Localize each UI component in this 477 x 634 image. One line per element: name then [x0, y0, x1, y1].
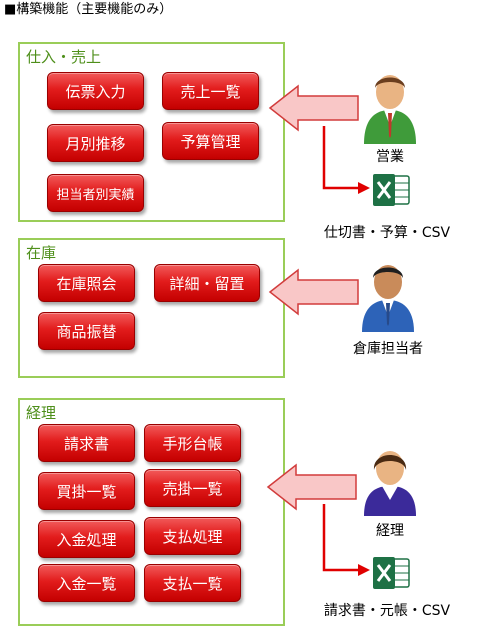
arrow-left-icon: [266, 463, 357, 511]
sales-list-button[interactable]: 売上一覧: [162, 72, 259, 110]
connector-arrow: [322, 126, 370, 194]
payables-list-button[interactable]: 買掛一覧: [38, 472, 135, 510]
excel-icon: [373, 174, 410, 206]
group-title: 経理: [26, 404, 57, 422]
page-title: ■構築機能（主要機能のみ）: [4, 2, 173, 17]
person-icon: [362, 265, 414, 332]
excel-icon: [373, 557, 410, 589]
receipt-list-button[interactable]: 入金一覧: [38, 564, 135, 602]
receivables-list-button[interactable]: 売掛一覧: [144, 469, 241, 507]
arrow-left-icon: [268, 84, 359, 132]
output-accounting-label: 請求書・元帳・CSV: [323, 603, 451, 619]
person-icon: [364, 75, 416, 144]
actor-warehouse-label: 倉庫担当者: [353, 341, 423, 357]
budget-management-button[interactable]: 予算管理: [162, 122, 259, 160]
payment-list-button[interactable]: 支払一覧: [144, 564, 241, 602]
voucher-entry-button[interactable]: 伝票入力: [47, 72, 144, 110]
output-sales-label: 仕切書・予算・CSV: [323, 225, 451, 241]
actor-accounting-label: 経理: [376, 523, 404, 539]
connector-arrow: [322, 504, 370, 576]
group-title: 在庫: [26, 244, 57, 262]
product-transfer-button[interactable]: 商品振替: [38, 312, 135, 350]
promissory-notes-button[interactable]: 手形台帳: [144, 424, 241, 462]
payment-processing-button[interactable]: 支払処理: [144, 517, 241, 555]
inventory-inquiry-button[interactable]: 在庫照会: [38, 264, 135, 302]
person-icon: [364, 451, 416, 516]
group-inventory: 在庫: [18, 238, 285, 378]
detail-hold-button[interactable]: 詳細・留置: [154, 264, 260, 302]
invoice-button[interactable]: 請求書: [38, 424, 135, 462]
monthly-trend-button[interactable]: 月別推移: [47, 124, 144, 162]
receipt-processing-button[interactable]: 入金処理: [38, 520, 135, 558]
arrow-left-icon: [268, 268, 359, 316]
actor-sales-label: 営業: [376, 149, 404, 165]
staff-performance-button[interactable]: 担当者別実績: [47, 174, 144, 212]
group-title: 仕入・売上: [26, 48, 102, 66]
